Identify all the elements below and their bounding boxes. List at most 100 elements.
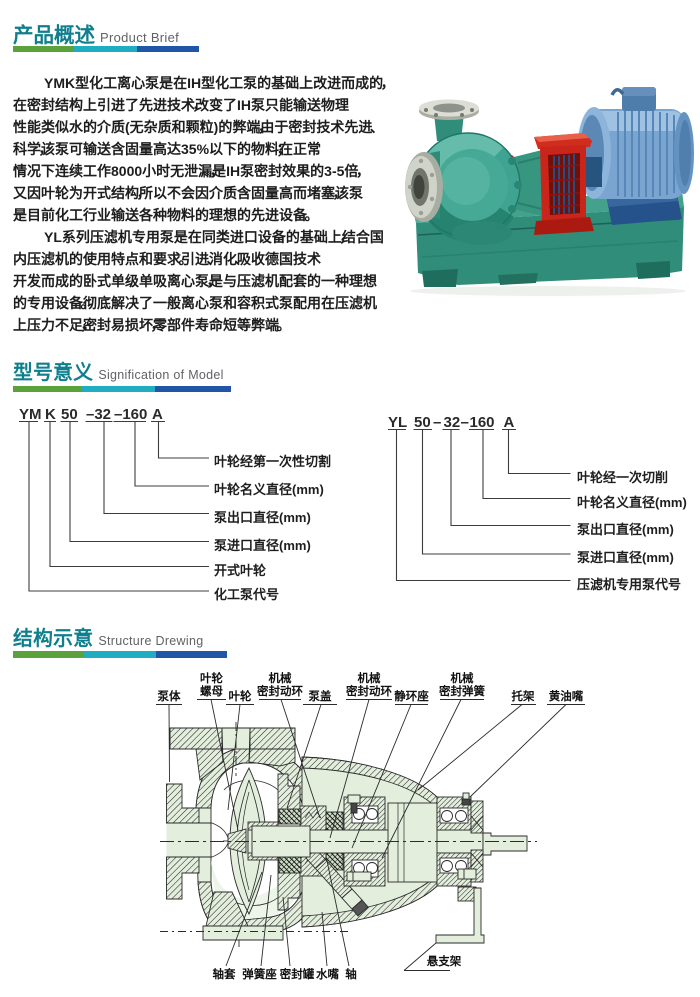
- drawing-label-line: 密封弹簧: [439, 685, 485, 698]
- drawing-label-机械密封弹簧: 机械密封弹簧: [439, 673, 485, 699]
- model-label: 压滤机专用泵代号: [577, 576, 682, 592]
- brief-text-line: 科学，该泵可输送含固量高达35%以下的物料；在正常: [13, 141, 322, 158]
- structure-section-header: 结构示意 Structure Drewing: [13, 622, 203, 651]
- pump-photo: [405, 87, 694, 296]
- brief-text-line: 又因叶轮为开式结构，所以不会因介质含固量高而堵塞，该泵: [13, 185, 363, 202]
- drawing-label-line: 静环座: [394, 691, 429, 703]
- drawing-label-轴: 轴: [345, 969, 357, 981]
- model-section-header: 型号意义 Signification of Model: [13, 356, 224, 385]
- housing-bolts: [346, 868, 477, 882]
- drawing-label-叶轮: 叶轮: [229, 691, 252, 704]
- drawing-label-黄油嘴: 黄油嘴: [549, 691, 584, 704]
- model-code-right-inlet: 50: [414, 414, 431, 431]
- suction-flange: [166, 783, 212, 900]
- drawing-label-line: 黄油嘴: [548, 691, 584, 703]
- structure-heading-zh: 结构示意: [13, 628, 94, 650]
- bar-teal-segment: [82, 385, 155, 392]
- model-label: 泵进口直径(mm): [577, 550, 674, 565]
- brief-text-line: YL系列压滤机专用泵是在同类进口设备的基础上，结合国: [44, 229, 384, 246]
- bar-blue-segment: [156, 651, 227, 658]
- pump-photo-art: [405, 87, 694, 296]
- drawing-label-泵体: 泵体: [158, 691, 181, 704]
- model-code-right-cut: A: [503, 414, 515, 431]
- drawing-label-line: 机械: [450, 672, 474, 685]
- model-label: 叶轮名义直径(mm): [214, 482, 324, 497]
- drawing-label-line: 泵盖: [308, 691, 332, 703]
- brief-heading-bar: [13, 45, 199, 52]
- structure-heading-en: Structure Drewing: [98, 634, 204, 648]
- model-label: 叶轮名义直径(mm): [577, 494, 687, 510]
- bar-green-segment: [13, 651, 84, 658]
- model-label: 开式叶轮: [214, 562, 267, 578]
- dash: –: [460, 414, 469, 431]
- drawing-label-line: 机械: [268, 672, 292, 685]
- drawing-label-静环座: 静环座: [394, 691, 429, 704]
- model-heading-zh: 型号意义: [13, 362, 94, 384]
- model-label: 泵进口直径(mm): [214, 537, 311, 553]
- brief-text-line: 开发而成的卧式单级单吸离心泵，是与压滤机配套的一种理想: [13, 273, 377, 290]
- grease-nipple: [347, 792, 471, 814]
- model-code-left-diameter: –160: [114, 406, 148, 423]
- drawing-label-line: 叶轮: [228, 691, 252, 703]
- brief-text-line: YMK型化工离心泵是在IH型化工泵的基础上改进而成的，: [44, 75, 388, 92]
- drawing-label-密封罐: 密封罐: [279, 969, 315, 981]
- model-code-right-diameter: 160: [469, 414, 495, 431]
- drawing-label-line: 机械: [357, 672, 381, 685]
- brief-text-line: 内压滤机的使用特点和要求。引进、消化、吸收德国技术: [13, 251, 321, 268]
- pump-casing: [405, 99, 522, 245]
- drawing-label-line: 密封动环: [346, 685, 392, 698]
- drawing-label-line: 托架: [511, 691, 535, 703]
- model-code-left-cut: A: [152, 406, 163, 423]
- model-diagram-lines: [19, 420, 571, 592]
- brief-section-header: 产品概述 Product Brief: [13, 18, 179, 48]
- model-code-left-inlet: 50: [61, 406, 78, 423]
- drawing-label-托架: 托架: [512, 691, 535, 704]
- drawing-label-轴套: 轴套: [212, 969, 236, 981]
- drawing-label-悬支架: 悬支架: [426, 956, 462, 968]
- drawing-label-弹簧座: 弹簧座: [242, 969, 277, 981]
- brief-text-line: 性能类似水的介质(无杂质和颗粒)的弊端，由于密封技术先进、: [13, 119, 377, 136]
- brief-text-line: 在密封结构上引进了先进技术，改变了IH泵只能输送物理: [13, 97, 349, 114]
- discharge-flange: [169, 722, 296, 776]
- bearing-right: [436, 796, 472, 887]
- model-label: 化工泵代号: [214, 587, 280, 602]
- model-code-right-series: YL: [388, 414, 408, 431]
- bar-green-segment: [13, 45, 74, 52]
- hanging-bracket: [435, 886, 485, 944]
- structure-heading-bar: [13, 651, 227, 658]
- drawing-label-泵盖: 泵盖: [309, 691, 332, 704]
- bar-green-segment: [13, 385, 82, 392]
- model-heading-en: Signification of Model: [98, 368, 224, 382]
- brief-heading-zh: 产品概述: [13, 24, 95, 47]
- drawing-label-line: 叶轮: [200, 672, 223, 685]
- model-label: 叶轮经第一次性切割: [214, 454, 332, 469]
- drawing-label-机械密封动环: 机械密封动环: [346, 673, 392, 699]
- bar-blue-segment: [137, 45, 199, 52]
- drawing-label-line: 螺母: [200, 685, 223, 698]
- seal-bracket-red: [534, 133, 594, 235]
- model-code-right-outlet: 32: [443, 414, 461, 431]
- drawing-label-line: 泵体: [157, 691, 181, 703]
- brief-text-line: 是目前化工行业输送各种物料的理想的先进设备。: [13, 207, 312, 224]
- bar-teal-segment: [84, 651, 156, 658]
- leader-lines: [156, 699, 585, 971]
- seal-pot-tube: [305, 848, 369, 917]
- bar-blue-segment: [155, 385, 231, 392]
- ground-shadow: [410, 286, 686, 296]
- brief-heading-en: Product Brief: [100, 30, 180, 45]
- model-code-left-series: YM: [19, 406, 42, 423]
- brief-text-line: 情况下连续工作8000小时无泄漏，是IH泵密封效果的3-5倍，: [13, 163, 363, 180]
- casing-foot: [160, 891, 352, 947]
- model-code-left-outlet: –32: [86, 406, 112, 423]
- model-heading-bar: [13, 385, 231, 392]
- drawing-label-水嘴: 水嘴: [316, 969, 339, 981]
- drawing-label-叶轮螺母: 叶轮螺母: [200, 673, 223, 699]
- model-code-left-impeller: K: [45, 406, 56, 423]
- dash: –: [433, 414, 442, 431]
- brief-text-line: 的专用设备。彻底解决了一般离心泵和容积式泵配用在压滤机: [13, 295, 377, 312]
- brief-text-line: 上压力不足，密封易损坏，零部件寿命短等弊端。: [13, 317, 284, 334]
- drawing-label-机械密封动环: 机械密封动环: [257, 673, 303, 699]
- structure-drawing: [156, 699, 585, 971]
- model-label: 泵出口直径(mm): [577, 521, 674, 537]
